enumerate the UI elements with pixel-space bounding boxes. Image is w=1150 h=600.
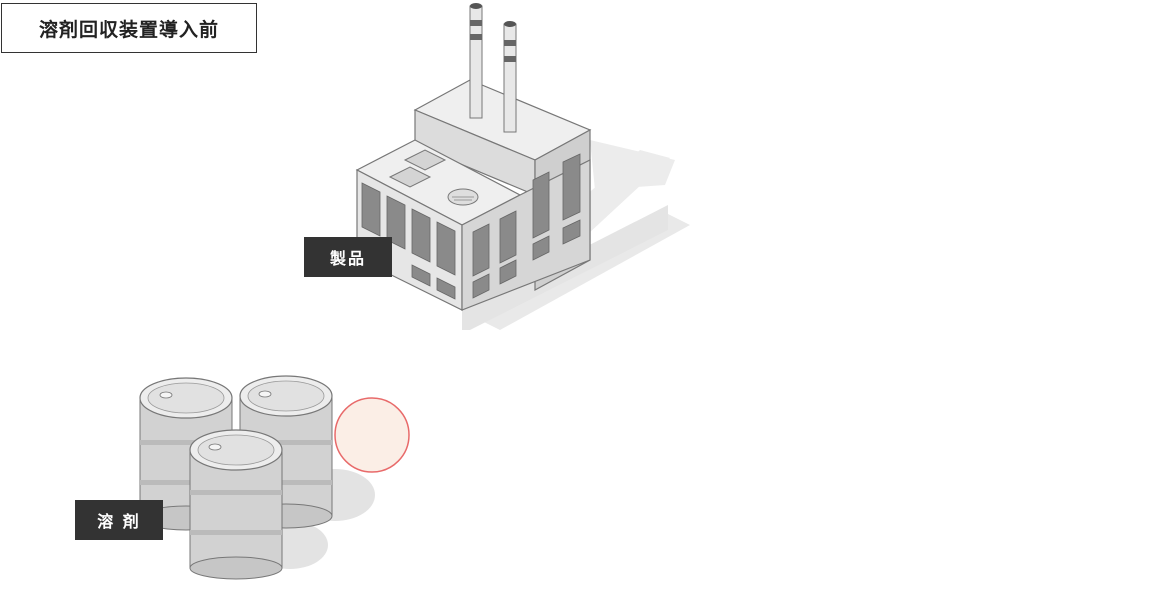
- product-label: 製品: [304, 237, 392, 277]
- factory-icon: [355, 3, 690, 330]
- highlight-circle: [334, 397, 410, 473]
- solvent-drums-icon: [139, 375, 375, 580]
- page-title: 溶剤回収装置導入前: [1, 3, 257, 53]
- solvent-label: 溶 剤: [75, 500, 163, 540]
